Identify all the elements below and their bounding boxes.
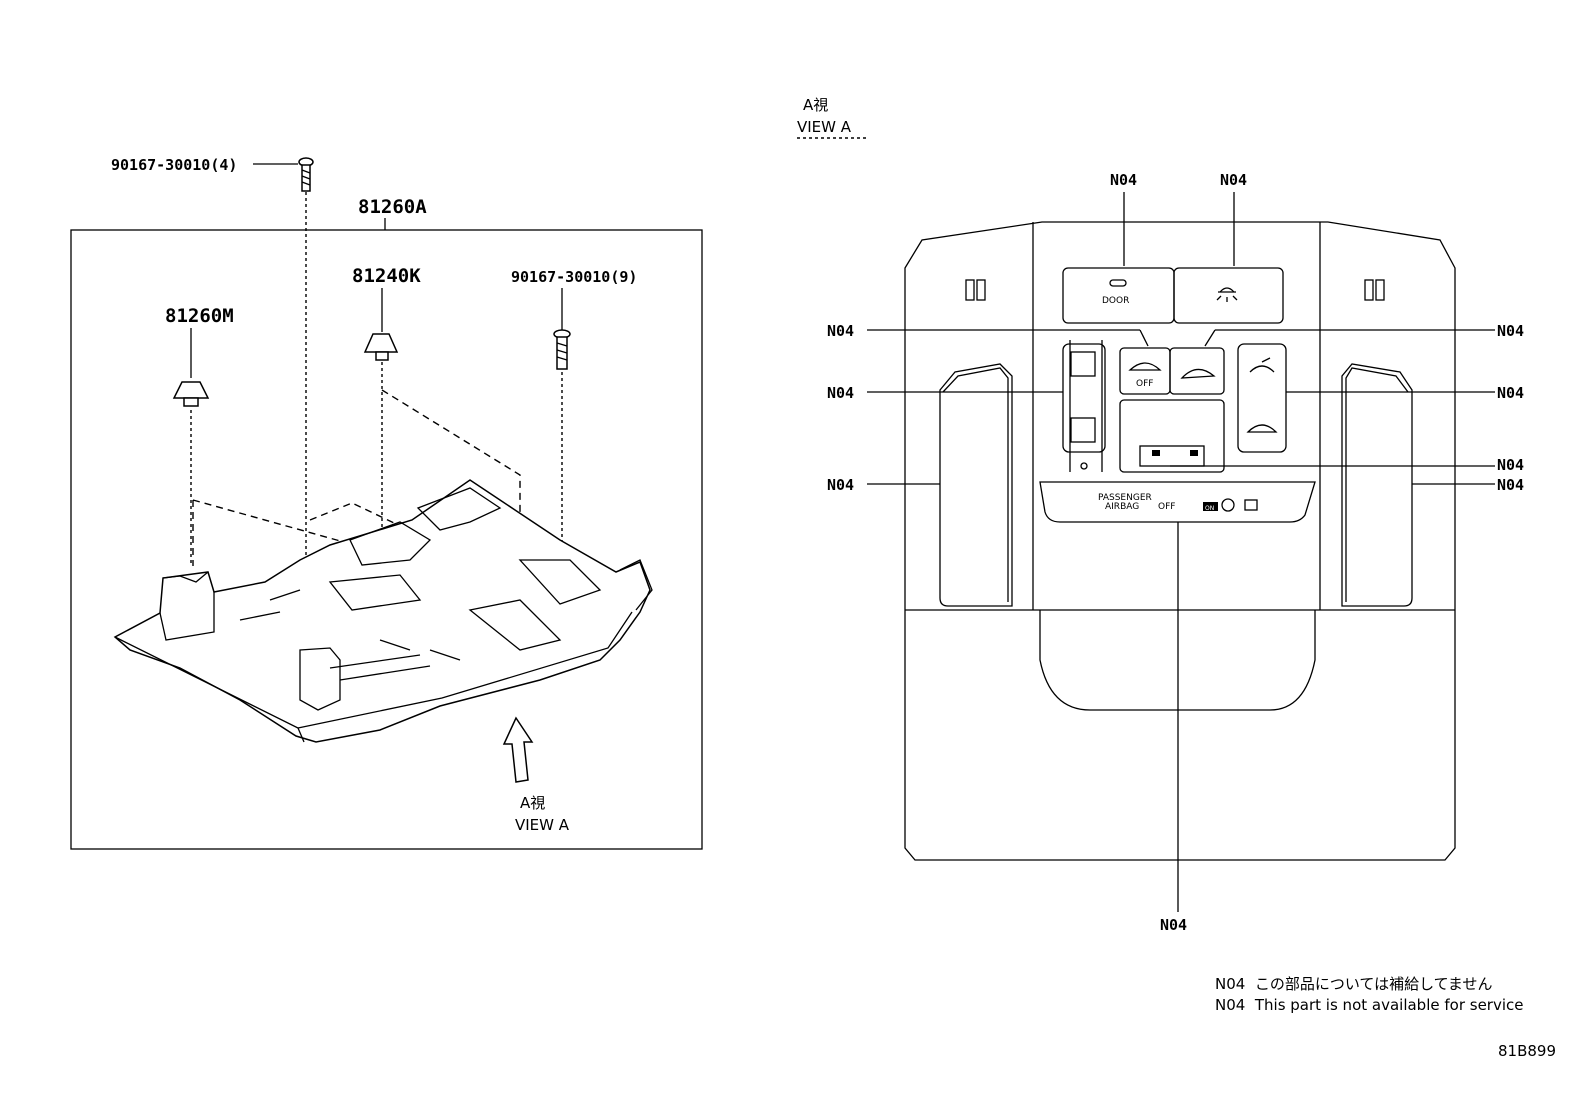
view-a-arrow-en: VIEW A xyxy=(515,816,570,834)
label-screw-4: 90167-30010(4) xyxy=(111,156,237,174)
label-81260a: 81260A xyxy=(358,196,427,218)
diagram-code: 81B899 xyxy=(1497,1042,1556,1060)
label-81240k: 81240K xyxy=(352,265,421,287)
sunroof-close-icon xyxy=(1246,424,1278,433)
off2-label: OFF xyxy=(1158,502,1175,512)
n04-callouts: N04 N04 N04 N04 N04 N04 N04 N04 N04 N04 xyxy=(827,171,1524,934)
note-jp: N04 この部品については補給してません xyxy=(1215,973,1492,994)
door-label: DOOR xyxy=(1102,296,1129,306)
on-label: ON xyxy=(1205,505,1214,512)
view-a-title-jp: A視 xyxy=(803,96,828,114)
door-switch: DOOR xyxy=(1062,267,1175,324)
left-rocker xyxy=(1062,340,1106,472)
airbag-indicator: PASSENGER AIRBAG OFF ON xyxy=(1039,481,1316,523)
car-icon xyxy=(1128,362,1162,371)
callout-off-switch: N04 xyxy=(827,322,854,340)
airbag-icon xyxy=(1221,498,1235,512)
callout-left-lens: N04 xyxy=(827,476,854,494)
note-en-text: This part is not available for service xyxy=(1254,996,1524,1014)
note-jp-code: N04 xyxy=(1215,975,1246,993)
console-outline xyxy=(904,221,1456,861)
callout-left-rocker: N04 xyxy=(827,384,854,402)
view-a-arrow-icon xyxy=(502,716,534,783)
centre-pocket xyxy=(1119,399,1225,473)
note-en: N04 This part is not available for servi… xyxy=(1215,996,1524,1014)
passenger-label: PASSENGER xyxy=(1098,493,1152,503)
overhead-console-housing xyxy=(113,479,653,743)
callout-dome: N04 xyxy=(1220,171,1247,189)
note-jp-text: この部品については補給してません xyxy=(1254,975,1493,993)
callout-tilt-switch: N04 xyxy=(1497,322,1524,340)
callout-right-lens: N04 xyxy=(1497,476,1524,494)
callout-door: N04 xyxy=(1110,171,1137,189)
callout-pocket: N04 xyxy=(1497,456,1524,474)
right-view-a: A視 VIEW A DOOR xyxy=(797,96,1524,934)
on-indicator xyxy=(1203,502,1218,511)
lamp-icon xyxy=(1218,287,1236,293)
airbag-label: AIRBAG xyxy=(1105,502,1139,512)
view-a-title-en: VIEW A xyxy=(797,118,852,136)
clip-k-icon xyxy=(363,333,399,361)
sunroof-tilt-switch xyxy=(1169,347,1225,395)
assembly-frame xyxy=(70,229,703,850)
screw-icon xyxy=(553,329,571,370)
label-81260m: 81260M xyxy=(165,305,234,327)
sunroof-off-switch: OFF xyxy=(1119,347,1171,395)
off-label: OFF xyxy=(1136,379,1153,389)
sunroof-open-icon xyxy=(1249,357,1275,373)
callout-housing: N04 xyxy=(1160,916,1187,934)
view-a-arrow-jp: A視 xyxy=(520,794,545,812)
screw-icon xyxy=(298,157,314,192)
label-screw-9: 90167-30010(9) xyxy=(511,268,637,286)
callout-right-rocker: N04 xyxy=(1497,384,1524,402)
car-icon xyxy=(1180,368,1216,379)
clip-m-icon xyxy=(172,381,210,407)
dome-light-switch xyxy=(1173,267,1284,324)
note-en-code: N04 xyxy=(1215,996,1246,1014)
left-exploded-view: 81260A 90167-30010(4) 81240K 90167-30010… xyxy=(70,156,703,850)
right-rocker xyxy=(1237,343,1287,453)
seatbelt-icon xyxy=(1244,499,1258,511)
